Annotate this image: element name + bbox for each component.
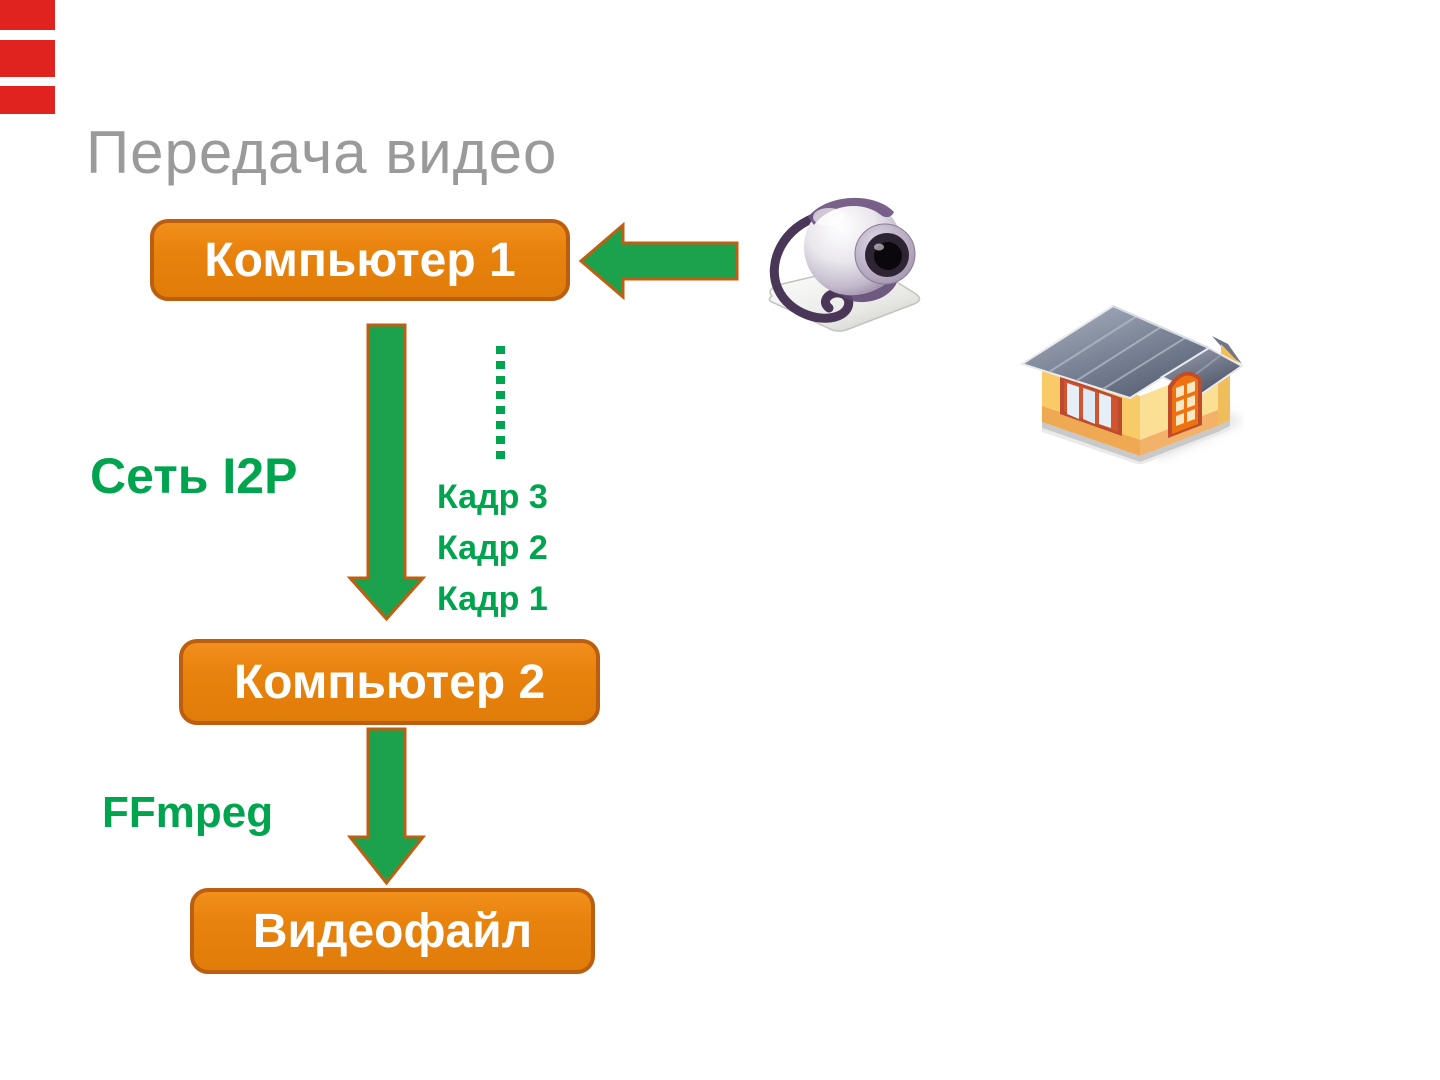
slide-title: Передача видео [86,119,558,186]
node-computer2-label: Компьютер 2 [233,655,546,709]
red-bar [0,40,55,77]
frame-stream-dotted-line [496,346,505,463]
arrow-camera-to-computer1-icon [578,221,739,301]
red-bar [0,0,55,30]
edge-label-network: Сеть I2P [90,448,298,504]
corner-decoration [0,0,55,114]
arrow-computer1-to-computer2-icon [347,323,426,622]
node-computer1-label: Компьютер 1 [204,233,516,287]
node-computer1: Компьютер 1 [150,219,570,301]
frame-label: Кадр 1 [437,580,548,618]
frame-label: Кадр 3 [437,478,548,516]
node-computer2: Компьютер 2 [179,639,600,725]
arrow-computer2-to-videofile-icon [347,727,426,886]
node-videofile-label: Видеофайл [252,904,533,958]
frame-label: Кадр 2 [437,529,548,567]
node-videofile: Видеофайл [190,888,595,974]
red-bar [0,86,55,114]
house-icon [1019,304,1244,464]
edge-label-ffmpeg: FFmpeg [102,788,274,837]
frame-labels: Кадр 3 Кадр 2 Кадр 1 [437,472,548,625]
webcam-icon [768,197,921,332]
